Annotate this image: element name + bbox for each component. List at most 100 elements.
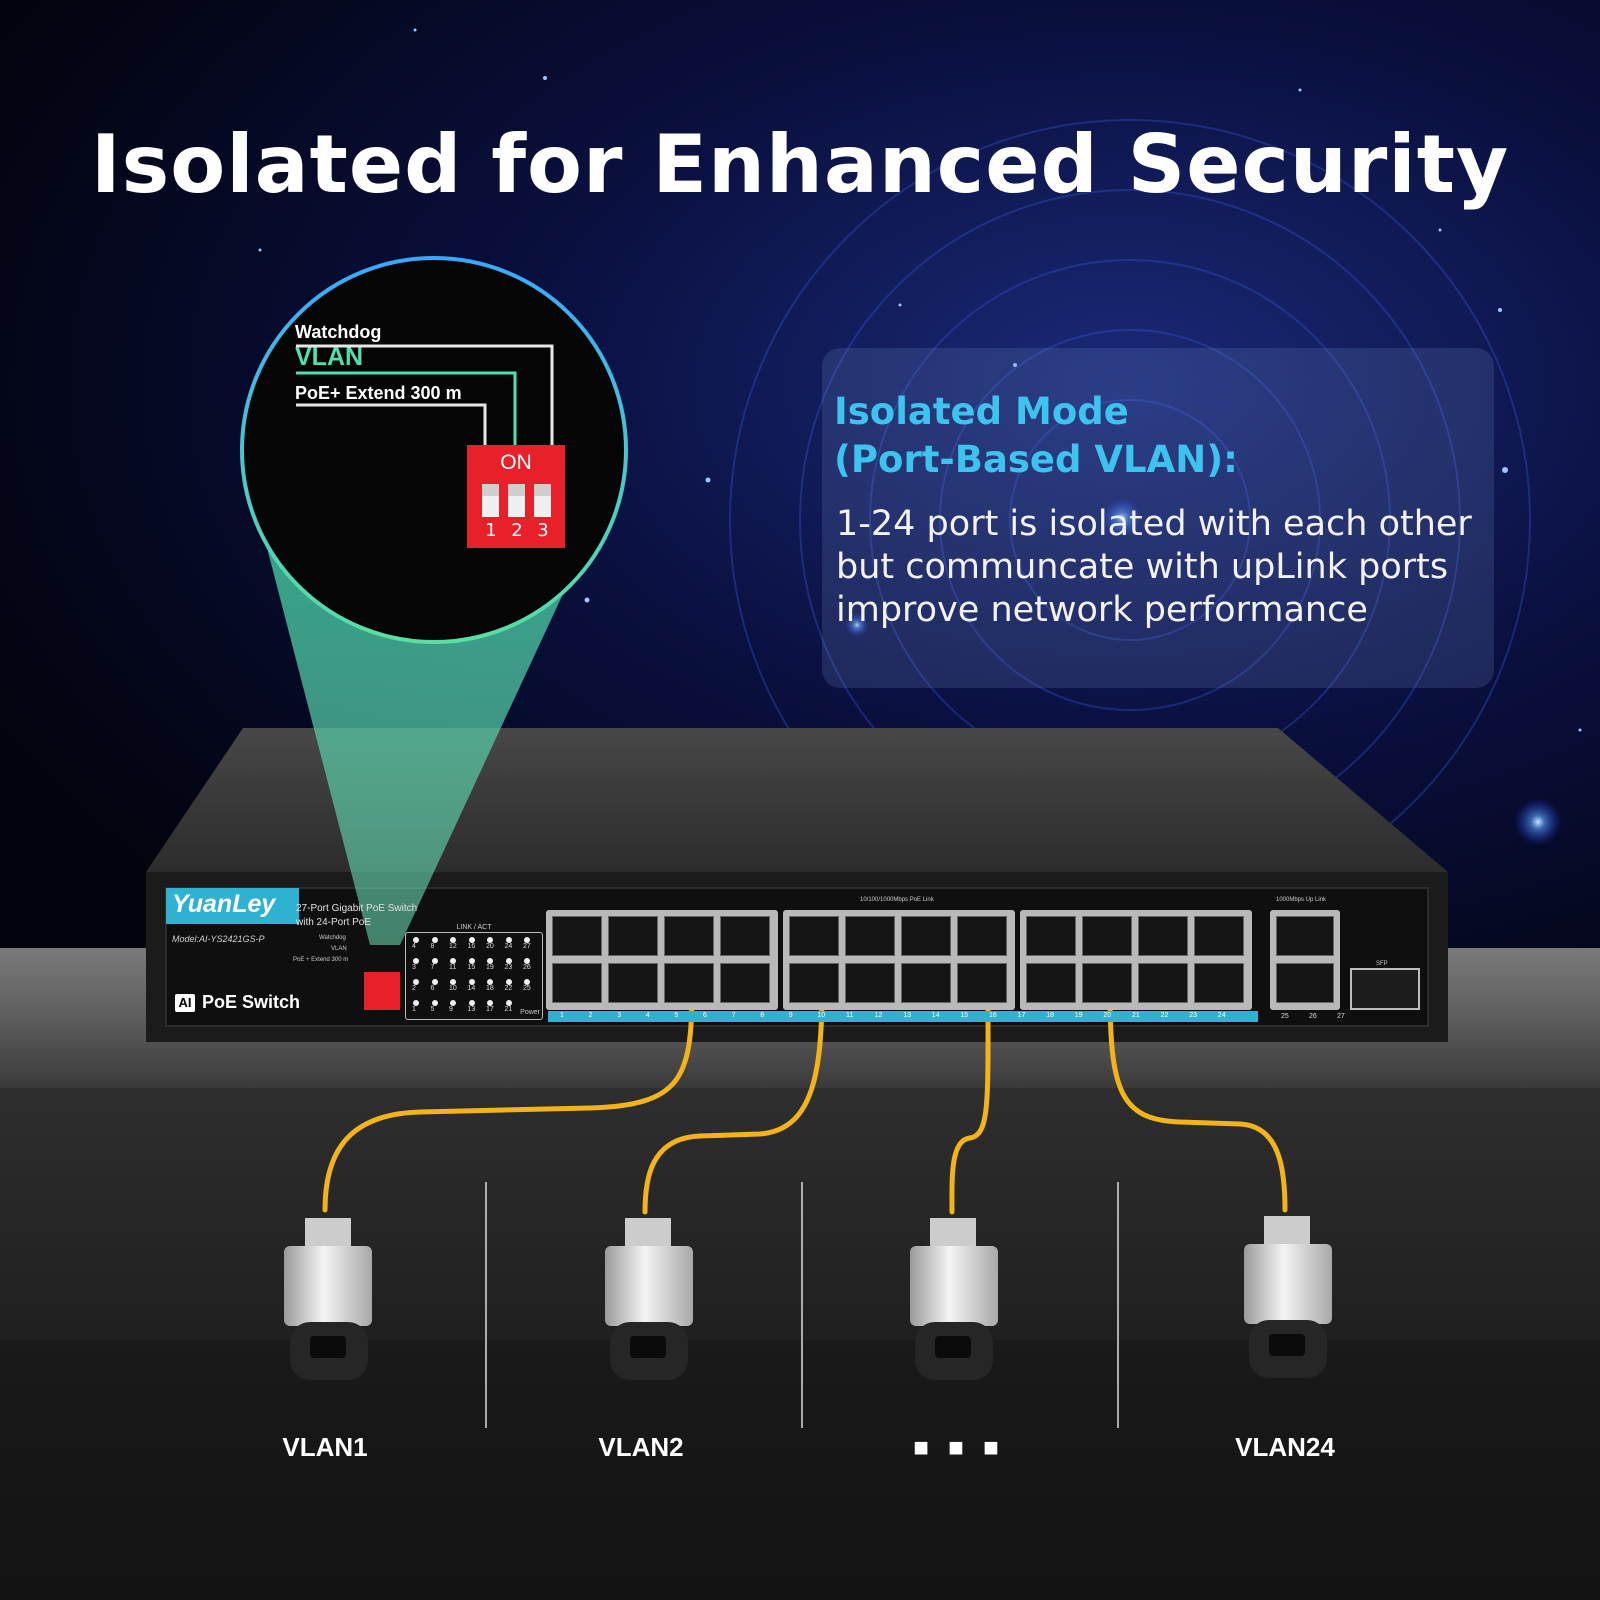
zoom-switch-num-1: 1 bbox=[485, 520, 497, 541]
uplink-port-number: 25 bbox=[1281, 1013, 1289, 1020]
rj45-port[interactable] bbox=[1138, 963, 1188, 1003]
info-panel: Isolated Mode (Port-Based VLAN): 1-24 po… bbox=[822, 348, 1494, 688]
rj45-port[interactable] bbox=[901, 963, 951, 1003]
rj45-port[interactable] bbox=[720, 963, 770, 1003]
led-indicator bbox=[505, 958, 512, 964]
rj45-port[interactable] bbox=[845, 916, 895, 956]
port-number: 2 bbox=[588, 1012, 593, 1019]
zoom-switch-num-2: 2 bbox=[511, 520, 523, 541]
ai-badge: AI bbox=[175, 994, 195, 1012]
rj45-port[interactable] bbox=[664, 963, 714, 1003]
rj45-port[interactable] bbox=[552, 916, 602, 956]
led-indicator bbox=[505, 937, 512, 943]
led-indicator bbox=[524, 937, 530, 943]
led-number: 10 bbox=[449, 985, 457, 992]
page-title: Isolated for Enhanced Security bbox=[90, 118, 1510, 211]
uplink-rj45-port[interactable] bbox=[1276, 916, 1334, 956]
rj45-port[interactable] bbox=[1026, 916, 1076, 956]
brand-badge: YuanLey bbox=[166, 888, 299, 924]
zoom-switch-on-label: ON bbox=[500, 451, 532, 474]
led-number: 22 bbox=[504, 985, 513, 992]
rj45-port[interactable] bbox=[901, 916, 951, 956]
port-number: 21 bbox=[1132, 1012, 1140, 1019]
led-indicator bbox=[413, 958, 419, 964]
port-number: 7 bbox=[731, 1012, 736, 1019]
port-number-strip bbox=[548, 1011, 1258, 1022]
led-number: 2 bbox=[412, 985, 416, 992]
led-indicator bbox=[487, 937, 493, 943]
port-number: 22 bbox=[1160, 1012, 1169, 1019]
led-number: 23 bbox=[504, 964, 513, 971]
rj45-port[interactable] bbox=[664, 916, 714, 956]
panel-body-line3: improve network performance bbox=[836, 590, 1368, 630]
rj45-port[interactable] bbox=[789, 916, 839, 956]
camera-label-ellipsis: ■ ■ ■ bbox=[913, 1432, 1005, 1462]
port-number: 14 bbox=[931, 1012, 940, 1019]
led-number: 27 bbox=[523, 943, 531, 950]
rj45-port[interactable] bbox=[1082, 963, 1132, 1003]
rj45-port[interactable] bbox=[608, 916, 658, 956]
led-header: LINK / ACT bbox=[456, 924, 492, 931]
zoom-label-watchdog: Watchdog bbox=[295, 322, 382, 342]
port-number: 3 bbox=[617, 1012, 622, 1019]
port-number: 15 bbox=[960, 1012, 969, 1019]
rj45-port[interactable] bbox=[1194, 916, 1244, 956]
led-number: 9 bbox=[449, 1006, 453, 1013]
led-number: 3 bbox=[412, 964, 416, 971]
port-number: 6 bbox=[703, 1012, 707, 1019]
poe-group-label: 10/100/1000Mbps PoE Link bbox=[860, 897, 934, 903]
rj45-port[interactable] bbox=[1026, 963, 1076, 1003]
rj45-port[interactable] bbox=[957, 916, 1007, 956]
device-model: Model:AI-YS2421GS-P bbox=[172, 934, 265, 944]
led-indicator bbox=[450, 979, 456, 985]
panel-title: Isolated Mode (Port-Based VLAN): bbox=[834, 388, 1238, 484]
led-indicator bbox=[413, 1000, 419, 1006]
zoom-beam bbox=[265, 540, 588, 945]
led-number: 19 bbox=[486, 964, 494, 971]
camera-2 bbox=[605, 1218, 693, 1380]
camera-label-vlan1: VLAN1 bbox=[282, 1432, 368, 1462]
port-number: 4 bbox=[645, 1012, 650, 1019]
rj45-port[interactable] bbox=[1138, 916, 1188, 956]
led-indicator bbox=[468, 958, 475, 964]
rj45-port[interactable] bbox=[608, 963, 658, 1003]
port-number: 1 bbox=[560, 1012, 564, 1019]
zoom-switch-num-3: 3 bbox=[537, 520, 549, 541]
led-indicator bbox=[487, 979, 493, 985]
rj45-port[interactable] bbox=[720, 916, 770, 956]
led-number: 16 bbox=[467, 943, 476, 950]
stars bbox=[258, 28, 1582, 732]
port-number: 16 bbox=[989, 1012, 997, 1019]
device-desc-line2: with 24-Port PoE bbox=[296, 917, 372, 928]
led-number: 1 bbox=[412, 1006, 416, 1013]
led-number: 5 bbox=[430, 1006, 435, 1013]
led-number: 26 bbox=[523, 964, 531, 971]
led-indicator bbox=[524, 958, 530, 964]
led-number: 25 bbox=[523, 985, 531, 992]
dip-switch[interactable] bbox=[364, 972, 400, 1010]
sfp-port[interactable] bbox=[1350, 968, 1420, 1010]
led-indicator bbox=[431, 937, 438, 943]
device-desc-line1: 27-Port Gigabit PoE Switch bbox=[296, 903, 418, 914]
port-number: 18 bbox=[1046, 1012, 1054, 1019]
dip-poe-label: PoE + Extend 300 m bbox=[293, 957, 349, 963]
uplink-rj45-port[interactable] bbox=[1276, 963, 1334, 1003]
rj45-port[interactable] bbox=[1082, 916, 1132, 956]
zoom-label-poe-extend: PoE+ Extend 300 m bbox=[295, 383, 462, 403]
brand-name: YuanLey bbox=[172, 890, 276, 918]
port-number: 12 bbox=[874, 1012, 883, 1019]
panel-body: 1-24 port is isolated with each other bu… bbox=[836, 503, 1486, 632]
led-number: 13 bbox=[467, 1006, 476, 1013]
led-number: 17 bbox=[486, 1006, 494, 1013]
port-number: 8 bbox=[760, 1012, 765, 1019]
led-number: 4 bbox=[412, 943, 416, 950]
port-number: 19 bbox=[1074, 1012, 1083, 1019]
rj45-port[interactable] bbox=[845, 963, 895, 1003]
led-indicator bbox=[524, 979, 530, 985]
rj45-port[interactable] bbox=[789, 963, 839, 1003]
rj45-port[interactable] bbox=[1194, 963, 1244, 1003]
rj45-port[interactable] bbox=[552, 963, 602, 1003]
panel-title-line1: Isolated Mode bbox=[834, 390, 1129, 433]
rj45-port[interactable] bbox=[957, 963, 1007, 1003]
